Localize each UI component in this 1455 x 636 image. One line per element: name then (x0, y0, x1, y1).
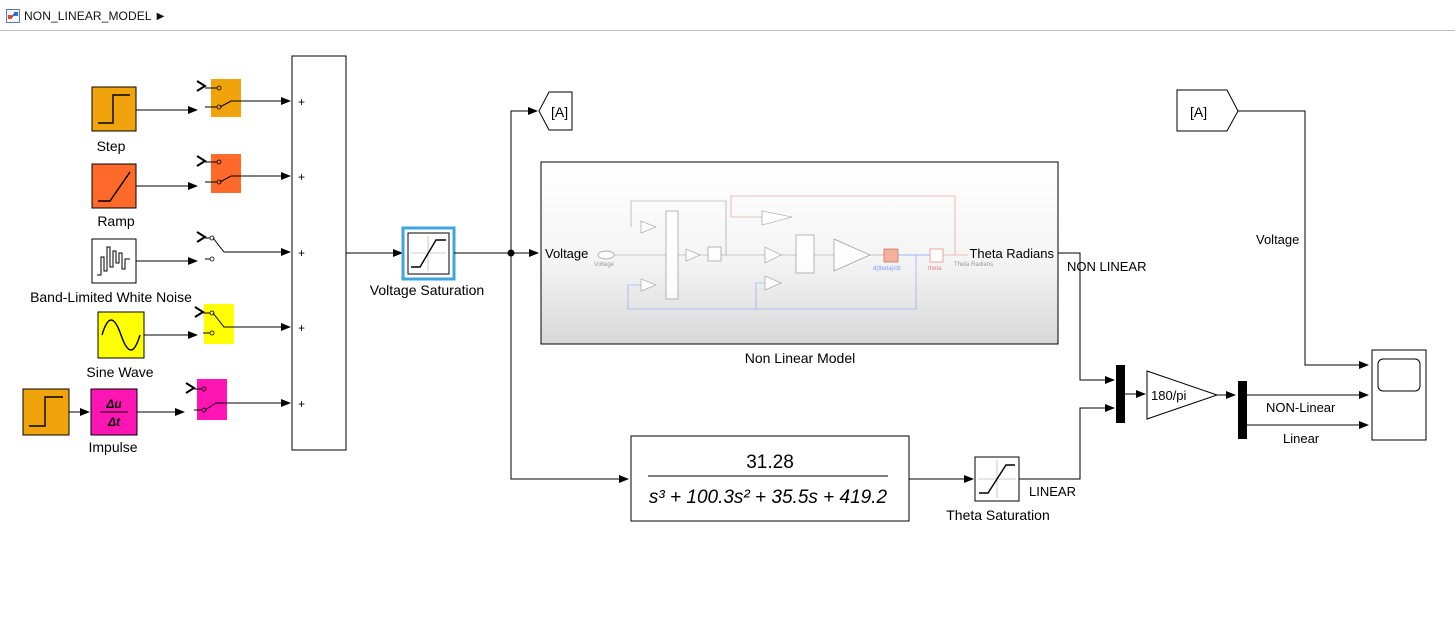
sum-sign-5: + (298, 397, 305, 411)
model-canvas[interactable]: + + + + + [A] (0, 31, 1455, 631)
theta-saturation-block[interactable] (974, 456, 1020, 502)
step-block[interactable] (91, 86, 137, 132)
inner-dtheta-label: d(theta)/dt (873, 266, 901, 272)
sum-sign-4: + (298, 321, 305, 335)
signal-linear: LINEAR (1029, 484, 1076, 499)
ramp-label: Ramp (97, 213, 135, 229)
subsystem-preview: Voltage d(theta)/dt theta Theta Radians (594, 195, 993, 310)
model-icon (6, 9, 20, 23)
impulse-step-block[interactable] (22, 388, 70, 436)
signal-non-linear-out: NON-Linear (1266, 400, 1336, 415)
gain-value: 180/pi (1151, 388, 1187, 403)
block-diagram[interactable]: + + + + + [A] (0, 31, 1455, 631)
tf-denominator: s³ + 100.3s² + 35.5s + 419.2 (649, 487, 888, 508)
signal-voltage: Voltage (1256, 232, 1299, 247)
ramp-block[interactable] (91, 163, 137, 209)
derivative-num: Δu (105, 397, 122, 411)
subsystem-out-port: Theta Radians (969, 246, 1054, 261)
voltage-saturation-block[interactable] (401, 226, 456, 281)
sum-block[interactable]: + + + + + (291, 55, 347, 451)
white-noise-block[interactable] (91, 238, 137, 284)
non-linear-subsystem[interactable]: Voltage d(theta)/dt theta Theta Radians … (540, 161, 1059, 345)
from-tag: [A] (1190, 104, 1207, 120)
inner-theta-rad-label: Theta Radians (954, 262, 993, 268)
transfer-function-block[interactable]: 31.28 s³ + 100.3s² + 35.5s + 419.2 (630, 435, 910, 522)
sum-sign-2: + (298, 170, 305, 184)
goto-block[interactable]: [A] (538, 91, 573, 131)
sum-sign-1: + (298, 95, 305, 109)
inner-voltage-label: Voltage (594, 262, 615, 268)
chevron-right-icon[interactable]: ▶ (156, 10, 165, 22)
theta-saturation-label: Theta Saturation (946, 507, 1050, 523)
impulse-label: Impulse (88, 439, 137, 455)
mux-2[interactable] (1238, 381, 1247, 439)
derivative-block[interactable] (90, 388, 138, 436)
switch-noise[interactable] (196, 231, 236, 262)
inner-theta-label: theta (928, 266, 942, 272)
breadcrumb[interactable]: NON_LINEAR_MODEL ▶ (6, 8, 164, 24)
switch-step[interactable] (196, 79, 241, 117)
switch-ramp[interactable] (196, 154, 241, 193)
model-name[interactable]: NON_LINEAR_MODEL (24, 9, 152, 23)
signal-non-linear: NON LINEAR (1067, 259, 1146, 274)
breadcrumb-bar: NON_LINEAR_MODEL ▶ (0, 0, 1455, 31)
from-block[interactable]: [A] (1176, 89, 1239, 132)
step-label: Step (97, 138, 126, 154)
subsystem-in-port: Voltage (545, 246, 588, 261)
sine-label: Sine Wave (86, 364, 153, 380)
sine-wave-block[interactable] (97, 311, 145, 359)
noise-label: Band-Limited White Noise (30, 289, 192, 305)
sum-sign-3: + (298, 246, 305, 260)
subsystem-label: Non Linear Model (745, 350, 856, 366)
tf-numerator: 31.28 (746, 452, 794, 473)
voltage-saturation-label: Voltage Saturation (370, 282, 484, 298)
derivative-den: Δt (107, 415, 121, 429)
goto-tag: [A] (551, 104, 568, 120)
mux-1[interactable] (1116, 365, 1125, 423)
signal-linear-out: Linear (1283, 431, 1320, 446)
scope-block[interactable] (1371, 349, 1427, 441)
gain-block[interactable]: 180/pi (1146, 370, 1219, 420)
switch-sine[interactable] (194, 304, 234, 344)
switch-impulse[interactable] (185, 379, 227, 420)
